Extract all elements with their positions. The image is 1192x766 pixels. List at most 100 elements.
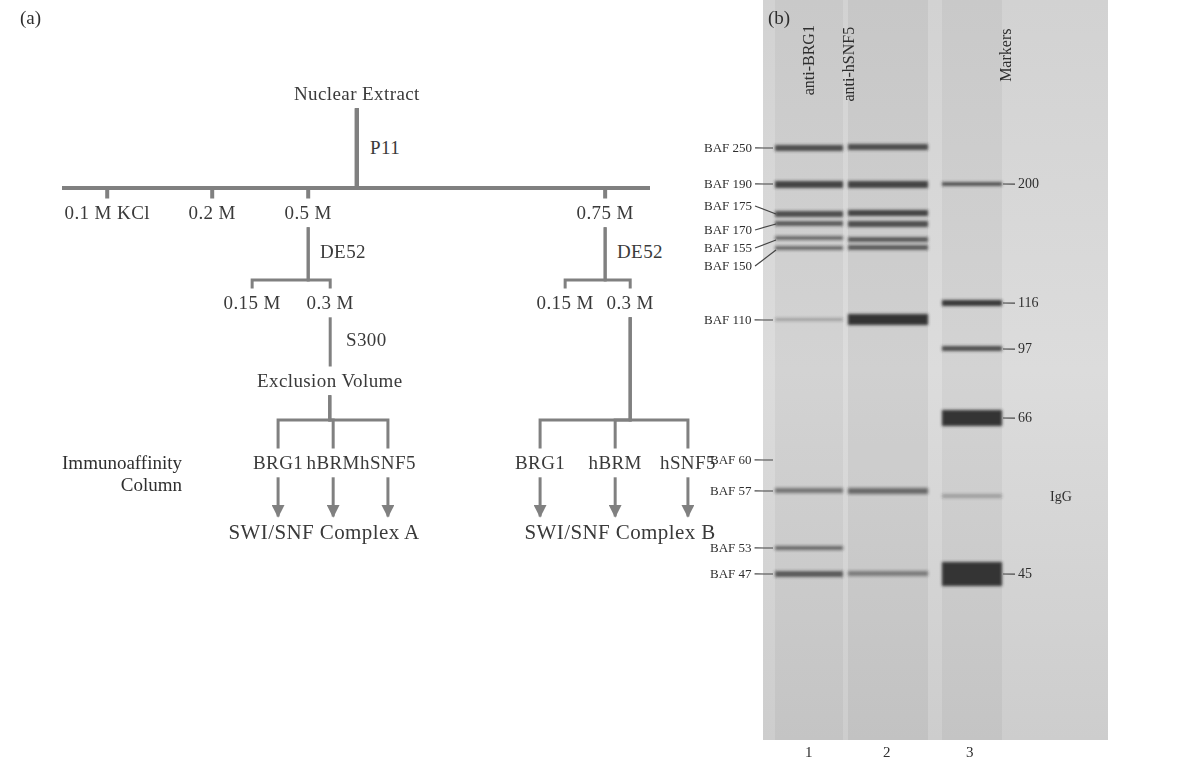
panel-letter: (a) xyxy=(20,7,41,29)
connector xyxy=(252,227,308,288)
column-label: DE52 xyxy=(615,241,665,263)
leader-line xyxy=(755,490,773,491)
gel-background xyxy=(763,0,1108,740)
leader-line xyxy=(755,147,773,148)
band-label: IgG xyxy=(1050,489,1072,505)
connector xyxy=(386,477,389,516)
node-text: hSNF5 xyxy=(360,452,416,475)
fraction-node: hSNF5 xyxy=(657,451,719,476)
leader-line xyxy=(755,240,776,248)
gel-lane xyxy=(775,0,843,740)
connector xyxy=(332,477,335,516)
connector xyxy=(330,395,388,448)
node-text: 0.75 M xyxy=(577,202,634,225)
node-text: Exclusion Volume xyxy=(257,370,403,393)
band-label: BAF 155 xyxy=(704,241,752,256)
band-label: BAF 47 xyxy=(710,567,752,582)
node-text: hSNF5 xyxy=(660,452,716,475)
node-text: BRG1 xyxy=(253,452,303,475)
node-text: 0.3 M xyxy=(307,292,354,315)
fraction-node: BRG1 xyxy=(250,451,306,476)
lane-label: anti-hSNF5 xyxy=(840,27,858,102)
node-text: hBRM xyxy=(307,452,360,475)
leader-line xyxy=(755,459,773,460)
gel-bands xyxy=(775,144,1002,586)
connector xyxy=(329,317,332,366)
node-text: 0.15 M xyxy=(537,292,594,315)
leader-line xyxy=(755,206,776,214)
marker-size: 97 xyxy=(1018,341,1032,357)
node-text: 0.15 M xyxy=(224,292,281,315)
node-text: 0.5 M xyxy=(285,202,332,225)
connector xyxy=(107,108,357,198)
band-label: BAF 150 xyxy=(704,259,752,274)
lane-number: 2 xyxy=(883,744,891,761)
fraction-node: hSNF5 xyxy=(357,451,419,476)
node-text: 0.3 M xyxy=(607,292,654,315)
leader-line xyxy=(755,250,776,266)
band-label: BAF 170 xyxy=(704,223,752,238)
fraction-node: 0.2 M xyxy=(186,201,239,226)
marker-size: 45 xyxy=(1018,566,1032,582)
connector xyxy=(565,227,605,288)
fraction-node: 0.15 M xyxy=(534,291,597,316)
connector xyxy=(278,395,330,448)
fraction-node: 0.3 M xyxy=(604,291,657,316)
leader-line xyxy=(755,573,773,574)
band-label: BAF 57 xyxy=(710,484,752,499)
band-label: BAF 53 xyxy=(710,541,752,556)
fraction-node: SWI/SNF Complex B xyxy=(522,519,719,546)
connector xyxy=(308,108,357,198)
node-text: 0.2 M xyxy=(189,202,236,225)
leader-line xyxy=(1003,348,1015,349)
fraction-node: BRG1 xyxy=(512,451,568,476)
fraction-node: Exclusion Volume xyxy=(254,369,406,394)
band-label: BAF 175 xyxy=(704,199,752,214)
band-label: BAF 250 xyxy=(704,141,752,156)
lane-label: anti-BRG1 xyxy=(800,25,818,95)
column-label: DE52 xyxy=(318,241,368,263)
connector xyxy=(357,108,605,198)
marker-size: 200 xyxy=(1018,176,1039,192)
lane-number: 3 xyxy=(966,744,974,761)
connector xyxy=(212,108,357,198)
lane-number: 1 xyxy=(805,744,813,761)
marker-size: 116 xyxy=(1018,295,1038,311)
fraction-node: 0.75 M xyxy=(574,201,637,226)
connector xyxy=(615,317,630,448)
gel-lane xyxy=(942,0,1002,740)
row-label: Immunoaffinity Column xyxy=(60,452,182,496)
marker-size: 66 xyxy=(1018,410,1032,426)
fraction-node: 0.3 M xyxy=(304,291,357,316)
gel-lane xyxy=(848,0,928,740)
fraction-node: hBRM xyxy=(304,451,363,476)
fraction-node: 0.5 M xyxy=(282,201,335,226)
fraction-node: 0.15 M xyxy=(221,291,284,316)
fraction-node: hBRM xyxy=(586,451,645,476)
band-label: BAF 60 xyxy=(710,453,752,468)
fraction-node: 0.1 M KCl xyxy=(62,201,153,226)
fraction-node: SWI/SNF Complex A xyxy=(226,519,423,546)
node-text: SWI/SNF Complex B xyxy=(525,520,716,545)
leader-line xyxy=(755,319,773,320)
band-label: BAF 110 xyxy=(704,313,752,328)
leader-line xyxy=(755,547,773,548)
column-label: S300 xyxy=(344,329,389,351)
connector xyxy=(614,477,617,516)
node-text: SWI/SNF Complex A xyxy=(229,520,420,545)
leader-line xyxy=(1003,302,1015,303)
leader-line xyxy=(1003,183,1015,184)
panel-letter: (b) xyxy=(768,7,790,29)
column-label: P11 xyxy=(368,137,402,159)
fraction-node: Nuclear Extract xyxy=(291,82,423,107)
connector xyxy=(540,317,630,448)
node-text: 0.1 M KCl xyxy=(65,202,150,225)
band-label: BAF 190 xyxy=(704,177,752,192)
leader-line xyxy=(1003,417,1015,418)
node-text: hBRM xyxy=(589,452,642,475)
leader-line xyxy=(755,183,773,184)
